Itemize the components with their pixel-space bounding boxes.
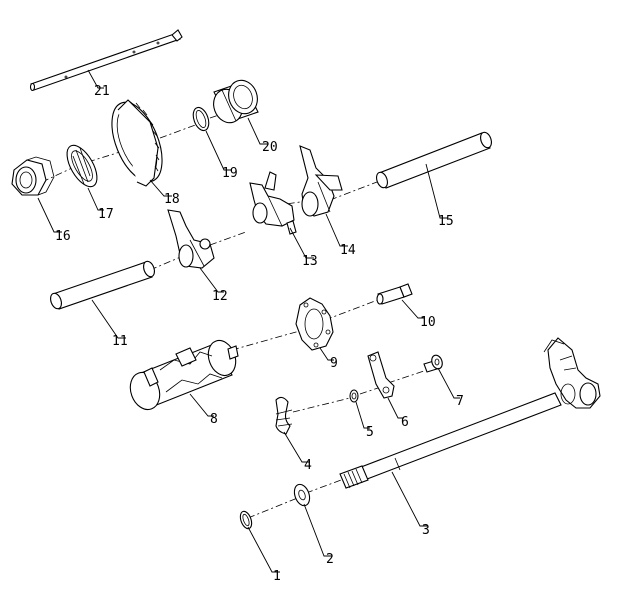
part-20-bushing [213,79,259,124]
label-3: 3 [422,523,430,538]
part-18-gear [111,99,163,187]
part-13-shift-fork [249,171,297,235]
part-6-plate [367,351,395,399]
label-10: 10 [420,315,436,330]
label-9: 9 [330,356,338,371]
part-5-small-washer [349,389,359,403]
label-8: 8 [210,412,218,427]
label-2: 2 [326,552,334,567]
label-5: 5 [366,425,374,440]
label-7: 7 [456,394,464,409]
label-16: 16 [55,229,71,244]
label-13: 13 [302,254,318,269]
part-3-shift-shaft [339,337,601,489]
part-17-ring [66,144,98,188]
part-14-shift-fork [299,145,343,217]
part-1-circlip [239,510,253,530]
label-12: 12 [212,289,228,304]
part-16-nut [11,156,55,196]
label-17: 17 [98,207,114,222]
part-7-bolt [423,354,443,373]
part-12-shift-fork [167,209,215,269]
part-8-shift-drum [129,339,239,411]
part-15-sleeve [376,131,492,189]
label-1: 1 [273,569,281,584]
label-15: 15 [438,214,454,229]
label-20: 20 [262,140,278,155]
leader-lines [37,69,460,573]
label-19: 19 [222,166,238,181]
label-4: 4 [304,458,312,473]
part-2-washer [293,483,311,507]
label-14: 14 [340,243,356,258]
part-10-pin [376,283,413,305]
part-21-rod [29,29,183,92]
label-18: 18 [164,192,180,207]
part-9-star-cam [295,297,334,351]
label-6: 6 [401,415,409,430]
callout-labels: 1 2 3 4 5 6 7 8 9 10 11 12 13 14 15 16 1… [55,84,464,584]
label-11: 11 [112,334,128,349]
part-19-washer [192,106,210,132]
part-4-spring [275,396,293,435]
part-11-sleeve [50,260,155,310]
label-21: 21 [94,84,110,99]
